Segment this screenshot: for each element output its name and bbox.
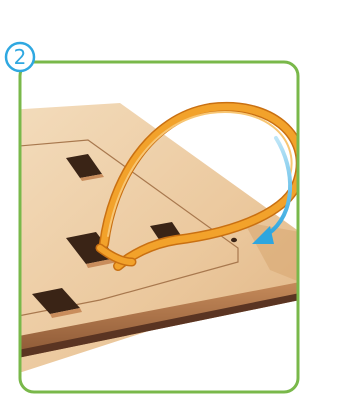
step-number: 2 (14, 45, 27, 69)
cord-hole (231, 238, 237, 242)
